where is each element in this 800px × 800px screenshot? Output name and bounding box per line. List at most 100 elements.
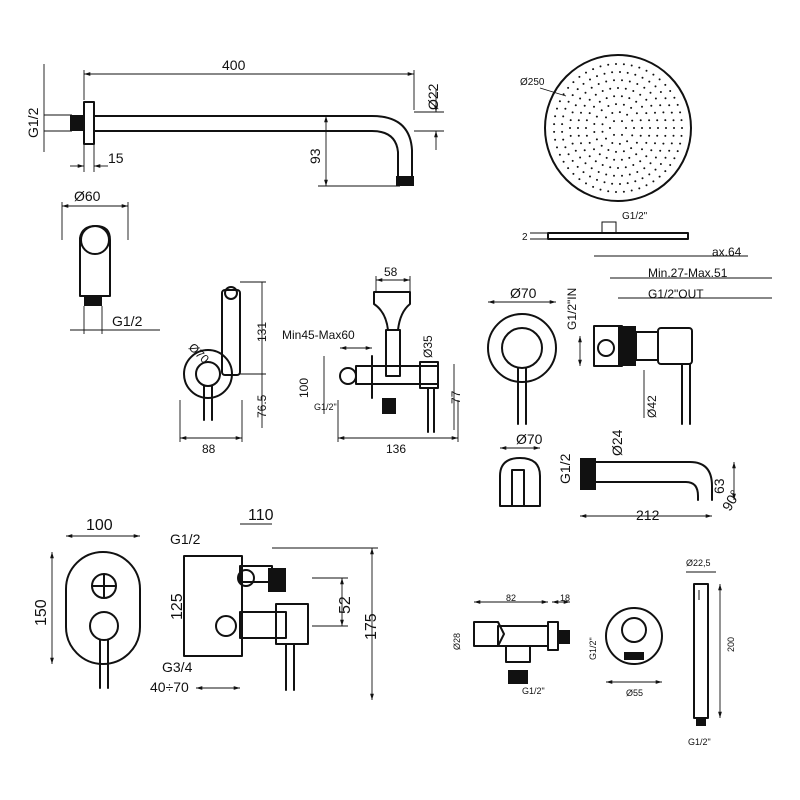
nozzle-dot (567, 100, 570, 103)
nozzle-dot (572, 172, 575, 175)
nozzle-dot (638, 66, 641, 69)
nozzle-dot (648, 80, 651, 83)
outlet-nut-label: 18 (560, 593, 570, 603)
nozzle-dot (600, 109, 603, 112)
nozzle-dot (562, 138, 565, 141)
nozzle-dot (585, 119, 588, 122)
nozzle-dot (599, 65, 602, 68)
nozzle-dot (672, 134, 675, 137)
nozzle-dot (673, 127, 675, 129)
nozzle-dot (561, 123, 564, 126)
nozzle-dot (579, 97, 582, 100)
nozzle-dot (673, 157, 676, 160)
nozzle-dot (645, 184, 648, 187)
nozzle-dot (613, 120, 615, 123)
divertor-thread2-label: G3/4 (162, 659, 193, 675)
rail-length-label: 200 (726, 637, 736, 652)
nozzle-dot (645, 98, 648, 101)
bidet-lower-label: 76.5 (255, 394, 269, 418)
nozzle-dot (641, 105, 643, 108)
divertor-thread1-label: G1/2 (170, 531, 201, 547)
nozzle-dot (631, 119, 634, 122)
mixer-range-label: Min.27-Max.51 (648, 266, 728, 280)
nozzle-dot (654, 156, 657, 159)
nozzle-dot (643, 167, 646, 170)
nozzle-dot (553, 123, 556, 126)
nozzle-dot (622, 63, 625, 66)
nozzle-dot (556, 146, 558, 149)
nozzle-dot (679, 111, 682, 114)
nozzle-dot (679, 142, 682, 145)
nozzle-dot (584, 91, 587, 94)
nozzle-dot (594, 160, 597, 163)
nozzle-dot (564, 146, 567, 149)
bidet-tall-label: 131 (255, 322, 269, 342)
nozzle-dot (576, 88, 579, 91)
nozzle-dot (669, 90, 672, 92)
nozzle-dot (609, 87, 612, 90)
shower-head-nozzles (553, 63, 683, 193)
nozzle-dot (654, 111, 656, 114)
nozzle-dot (618, 111, 621, 114)
nozzle-dot (607, 190, 610, 193)
mixer-out-label: G1/2"OUT (648, 287, 704, 301)
nozzle-dot (567, 167, 570, 170)
divertor-range-label: 40÷70 (150, 679, 189, 695)
nozzle-dot (599, 188, 602, 191)
nozzle-dot (589, 78, 591, 81)
divertor-height-label: 150 (33, 599, 50, 626)
nozzle-dot (619, 71, 621, 73)
nozzle-dot (680, 134, 683, 137)
nozzle-dot (601, 123, 604, 126)
nozzle-dot (615, 103, 617, 106)
nozzle-dot (636, 83, 639, 85)
nozzle-dot (672, 119, 675, 122)
nozzle-dot (639, 93, 642, 96)
nozzle-dot (630, 64, 633, 67)
nozzle-dot (596, 178, 598, 181)
nozzle-dot (645, 112, 648, 115)
nozzle-dot (659, 163, 662, 165)
divertor-depth-label: 110 (248, 507, 274, 524)
nozzle-dot (669, 164, 672, 166)
nozzle-dot (632, 90, 635, 92)
mixer-plate-label: Ø70 (510, 285, 537, 301)
nozzle-dot (676, 103, 679, 106)
nozzle-dot (656, 134, 659, 137)
nozzle-dot (611, 71, 614, 74)
nozzle-dot (626, 113, 629, 116)
wall-mixer-drawing: Ø70 ax.64 Min.27-Max.51 G1/2"OUT G1/2"IN… (487, 245, 772, 425)
nozzle-dot (662, 111, 665, 114)
nozzle-dot (605, 173, 608, 176)
nozzle-dot (600, 144, 603, 147)
nozzle-dot (595, 138, 598, 141)
divertor-width-label: 100 (86, 517, 113, 534)
nozzle-dot (577, 119, 580, 122)
bidet-holder-drawing: 131 76.5 Ø70 88 (179, 281, 269, 456)
nozzle-dot (635, 112, 638, 115)
divertor-body-label: 125 (169, 593, 186, 620)
nozzle-dot (635, 141, 638, 144)
nozzle-dot (578, 178, 581, 181)
nozzle-dot (654, 97, 657, 100)
outlet-length-label: 82 (506, 593, 516, 603)
nozzle-dot (645, 69, 648, 72)
nozzle-dot (670, 111, 673, 114)
nozzle-dot (588, 98, 591, 101)
nozzle-dot (639, 119, 642, 122)
nozzle-dot (569, 134, 572, 137)
nozzle-dot (593, 148, 595, 151)
nozzle-dot (652, 180, 655, 183)
nozzle-dot (648, 173, 651, 176)
nozzle-dot (618, 142, 621, 145)
nozzle-dot (621, 120, 623, 123)
nozzle-dot (611, 182, 614, 185)
mixer-in-label: G1/2"IN (565, 288, 579, 330)
rail-dia-label: Ø22,5 (686, 558, 711, 568)
nozzle-dot (588, 141, 591, 144)
slide-rail-drawing: Ø22,5 200 G1/2" (686, 558, 736, 747)
nozzle-dot (641, 177, 644, 180)
head-diameter-label: Ø250 (520, 77, 545, 88)
nozzle-dot (657, 127, 659, 129)
nozzle-dot (554, 115, 557, 118)
